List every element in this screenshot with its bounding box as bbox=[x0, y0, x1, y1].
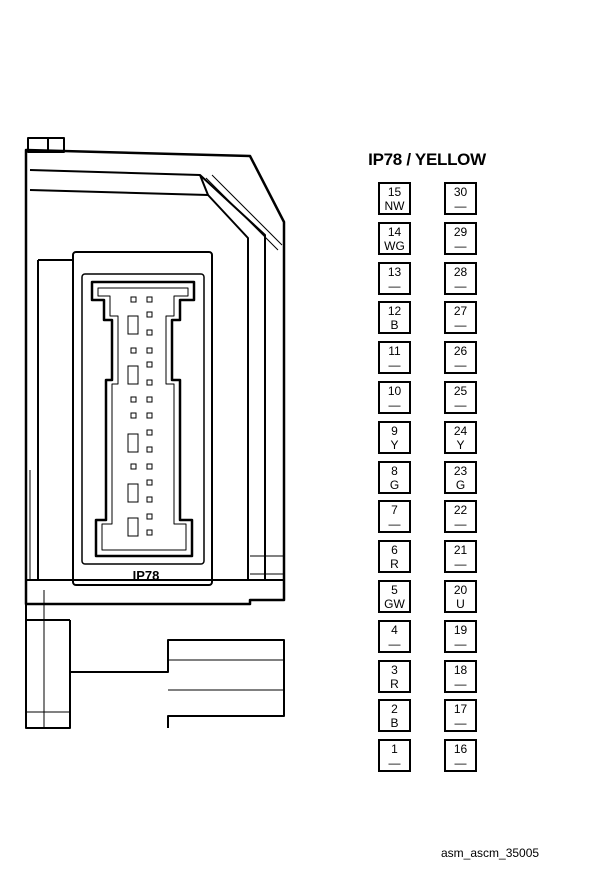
pin-cell: 30— bbox=[444, 182, 477, 215]
wire-color: Y bbox=[456, 437, 465, 452]
wire-color: GW bbox=[384, 597, 405, 611]
pin-cell: 13— bbox=[378, 261, 411, 295]
wire-color: — bbox=[454, 278, 467, 293]
pin-number: 3 bbox=[391, 662, 398, 677]
pin-cell: 19— bbox=[444, 619, 477, 653]
wire-color: — bbox=[388, 278, 401, 293]
pin-cell: 18— bbox=[444, 659, 477, 693]
pin-number: 22 bbox=[453, 503, 468, 518]
wire-color: B bbox=[390, 716, 399, 731]
pin-number: 19 bbox=[453, 622, 468, 637]
pin-number: 8 bbox=[391, 463, 398, 478]
pin-number: 7 bbox=[391, 503, 398, 518]
wire-color: — bbox=[454, 318, 467, 333]
pin-cell: 4— bbox=[378, 619, 411, 653]
pin-cell: 29— bbox=[444, 221, 477, 255]
pin-number: 2 bbox=[391, 702, 398, 717]
wire-color: G bbox=[389, 477, 400, 492]
pin-number: 24 bbox=[453, 423, 468, 438]
wire-color: — bbox=[454, 756, 467, 771]
pin-number: 9 bbox=[391, 423, 398, 438]
pin-cell: 25— bbox=[444, 381, 477, 414]
pin-table-title: IP78 / YELLOW bbox=[368, 150, 486, 169]
wire-color: WG bbox=[384, 238, 405, 253]
pin-number: 21 bbox=[453, 543, 468, 558]
wire-color: NW bbox=[384, 199, 405, 213]
pin-cell: 27— bbox=[444, 301, 477, 335]
pin-number: 18 bbox=[453, 662, 468, 677]
wire-color: — bbox=[454, 716, 467, 731]
pin-cell: 7— bbox=[378, 500, 411, 534]
wire-color: — bbox=[388, 756, 401, 771]
connector-label: IP78 bbox=[133, 568, 160, 583]
wire-color: — bbox=[388, 517, 401, 532]
wire-color: — bbox=[388, 398, 401, 412]
pin-number: 29 bbox=[453, 224, 468, 239]
pin-number: 4 bbox=[391, 622, 398, 637]
pin-number: 25 bbox=[453, 384, 468, 398]
pin-number: 6 bbox=[391, 543, 398, 558]
pin-number: 17 bbox=[453, 702, 468, 717]
wire-color: U bbox=[456, 597, 465, 611]
pin-number: 28 bbox=[453, 264, 468, 279]
pin-number: 13 bbox=[387, 264, 402, 279]
wire-color: R bbox=[390, 557, 399, 572]
wire-color: — bbox=[388, 636, 401, 651]
pin-cell: 11— bbox=[378, 341, 411, 375]
pin-number: 26 bbox=[453, 344, 468, 359]
wire-color: — bbox=[454, 557, 467, 572]
wire-color: — bbox=[454, 199, 467, 213]
wire-color: R bbox=[390, 676, 399, 691]
pin-number: 1 bbox=[391, 742, 398, 757]
wire-color: — bbox=[454, 676, 467, 691]
pin-number: 11 bbox=[388, 344, 401, 359]
pin-cell: 17— bbox=[444, 699, 477, 733]
pin-number: 5 bbox=[391, 583, 398, 597]
wire-color: — bbox=[454, 517, 467, 532]
pin-number: 30 bbox=[453, 185, 468, 199]
reference-code: asm_ascm_35005 bbox=[441, 846, 540, 860]
wire-color: — bbox=[388, 358, 401, 373]
wire-color: G bbox=[455, 477, 466, 492]
pin-cell: 22— bbox=[444, 500, 477, 534]
pin-number: 10 bbox=[387, 384, 402, 398]
wire-color: — bbox=[454, 358, 467, 373]
pin-cell: 10— bbox=[378, 381, 411, 414]
pin-number: 27 bbox=[453, 304, 468, 319]
pin-number: 12 bbox=[387, 304, 402, 319]
wire-color: Y bbox=[390, 437, 399, 452]
pin-number: 16 bbox=[453, 742, 468, 757]
wire-color: — bbox=[454, 636, 467, 651]
pin-cell: 26— bbox=[444, 341, 477, 375]
pin-cell: 28— bbox=[444, 261, 477, 295]
wire-color: — bbox=[454, 398, 467, 412]
pin-cell: 21— bbox=[444, 540, 477, 574]
pin-number: 14 bbox=[387, 224, 402, 239]
pin-number: 20 bbox=[453, 583, 468, 597]
wire-color: B bbox=[390, 318, 399, 333]
pin-number: 15 bbox=[387, 185, 402, 199]
pin-cell: 1— bbox=[378, 739, 411, 773]
pin-cell: 16— bbox=[444, 739, 477, 773]
wire-color: — bbox=[454, 238, 467, 253]
pin-number: 23 bbox=[453, 463, 468, 478]
